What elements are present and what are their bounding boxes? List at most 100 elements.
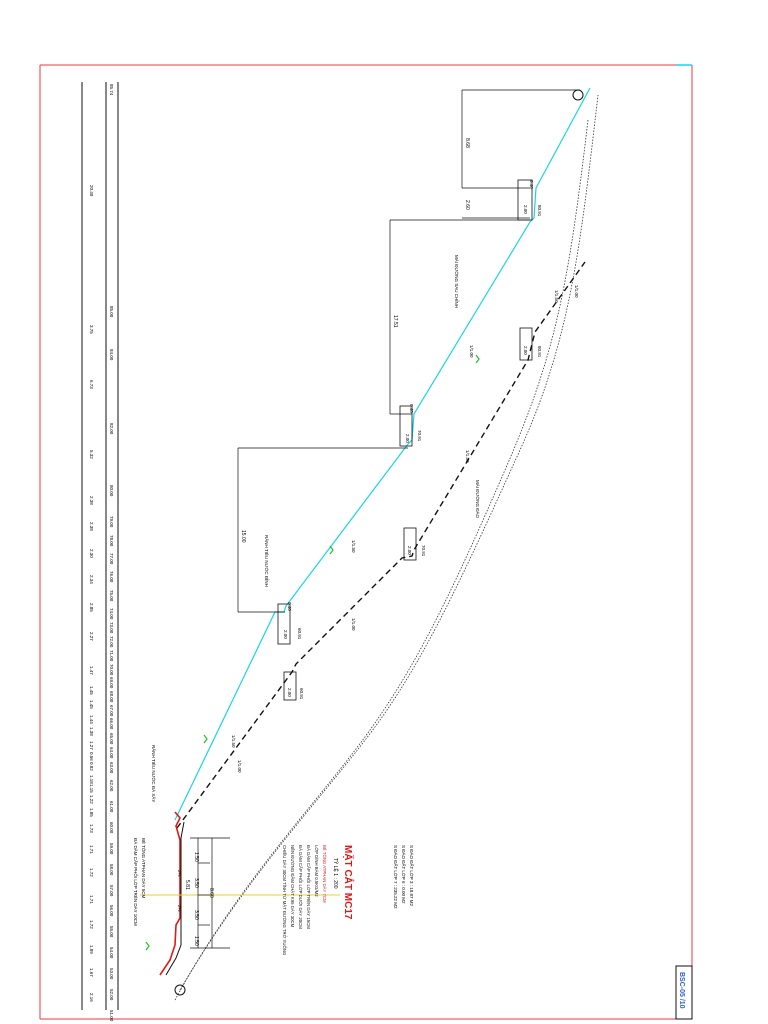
dim-15-00: 15.00 (240, 530, 246, 543)
distance-label: 1.85 (89, 808, 94, 817)
bench-2-00-c: 2.00 (405, 434, 410, 443)
distance-label: 1.72 (89, 868, 94, 877)
elevation-label: 85.74 (109, 84, 114, 96)
elevation-label: 65.00 (109, 733, 114, 745)
elevation-label: 61.00 (109, 801, 114, 813)
structure-note: ĐÁ DĂM CẤP PHỐI LỚP TRÊN DÀY 15CM (306, 845, 311, 929)
distance-label: 1.89 (89, 945, 94, 954)
distance-label: 1.72 (89, 920, 94, 929)
distance-label: 2.27 (89, 632, 94, 641)
berm-elev-1: 80.91 (537, 205, 542, 217)
road-dim-3-50b: 3.50 (193, 910, 199, 920)
distance-label: 3.75 (89, 325, 94, 334)
elevation-label: 64.00 (109, 747, 114, 759)
elevation-label: 55.00 (109, 926, 114, 938)
distance-label: 1.15 (89, 784, 94, 793)
green-markers (145, 354, 480, 951)
distance-label: 1.38 (89, 727, 94, 736)
distance-label: 1.45 (89, 686, 94, 695)
excavation-dashed-line (176, 261, 586, 829)
distance-label: 2.85 (89, 603, 94, 612)
elevation-label: 77.00 (109, 553, 114, 565)
label-cut-line: MÁI ĐƯỜNG SAU CHỈNH (454, 255, 460, 308)
elevation-label: 52.00 (109, 989, 114, 1001)
distance-label: 2.34 (89, 575, 94, 584)
distance-label: 1.44 (89, 715, 94, 724)
berm-elev-3: 60.91 (297, 628, 302, 640)
label-dig-line: MÁI ĐƯỜNG ĐÀO (475, 480, 481, 518)
road-dim-1-50b: 1.50 (193, 936, 199, 946)
bench-2-00-b: 2.00 (523, 346, 528, 355)
distance-label: 2.38 (89, 522, 94, 531)
distance-label: 20.40 (89, 185, 94, 197)
distance-label: 6.73 (89, 380, 94, 389)
label-retain-1: BÊ TÔNG ATPHAN DÀY 5CM (141, 838, 148, 899)
slope-label-2: 1/1.00 (237, 760, 242, 773)
section-scale: TỶ LỆ 1 : 200 (332, 858, 340, 889)
natural-ground-line-1 (179, 94, 599, 991)
berm-elev-4: 80.91 (537, 346, 542, 358)
label-ditch-top: RÃNH TIÊU NƯỚC ĐỈNH (264, 535, 271, 587)
road-dim-3-50a: 3.50 (193, 878, 199, 888)
elevation-labels: 51.0052.0053.0054.0055.0056.0057.0058.00… (109, 84, 114, 1022)
distance-labels: 2.16 1.67 1.89 1.72 1.71 1.72 1.71 1.73 1.85 1.22… (89, 185, 94, 1002)
elevation-label: 56.00 (109, 905, 114, 917)
distance-label: 1.71 (89, 895, 94, 904)
distance-label: 1.22 (89, 795, 94, 804)
distance-label: 5.32 (89, 450, 94, 459)
bench-2-00-e: 2.00 (283, 630, 288, 639)
distance-label: 2.16 (89, 993, 94, 1002)
elevation-label: 69.00 (109, 677, 114, 689)
area-line: S ĐÀO ĐẤT LỚP 7 : 235.22 M2 (393, 845, 399, 909)
elevation-label: 80.00 (109, 485, 114, 497)
elevation-label: 85.00 (109, 306, 114, 318)
section-marker-bottom (174, 984, 186, 996)
structure-note: BÊ TÔNG ATPHAN DÀY 7CM (322, 845, 327, 903)
road-slope-2pct-b: 2% (177, 905, 182, 912)
slope-label-5: 1/1.50 (465, 450, 470, 463)
road-base (165, 821, 185, 976)
area-line: S ĐÀO ĐẤT LỚP 3 : 18.87 M2 (409, 845, 415, 906)
structure-note: NỀN ĐƯỜNG ĐẦM CHẶT K95 DÀY 30CM (290, 845, 295, 928)
sheet-code: BSC-05 /10 (678, 972, 685, 1009)
structure-note: LỚP DÍNH BÁM 0.5KG/M2 (314, 845, 319, 897)
elevation-label: 63.00 (109, 762, 114, 774)
elevation-label: 74.00 (109, 608, 114, 620)
label-ditch-foot: RÃNH TIÊU NƯỚC ĐÁ XÂY (151, 745, 158, 802)
elevation-label: 66.00 (109, 718, 114, 730)
road-slope-2pct-a: 2% (177, 870, 182, 877)
elevation-label: 67.00 (109, 705, 114, 717)
slope-label-1: 1/1.50 (231, 735, 236, 748)
road-dim-5-81: 5.81 (184, 880, 190, 890)
elevation-label: 68.00 (109, 691, 114, 703)
road-surface (159, 811, 181, 976)
berm-elev-2: 70.91 (417, 430, 422, 442)
elevation-label: 59.00 (109, 843, 114, 855)
distance-label: 1.71 (89, 845, 94, 854)
elevation-label: 78.00 (109, 535, 114, 547)
elevation-label: 70.00 (109, 664, 114, 676)
structure-note: CHIỀU DÀY 30CM TÍNH TỪ MẶT ĐƯỜNG TRỞ XUỐ… (282, 845, 287, 956)
elevation-label: 73.00 (109, 622, 114, 634)
berm-ditches (277, 179, 533, 701)
distance-label: 1.67 (89, 968, 94, 977)
road-dim-1-50a: 1.50 (193, 852, 199, 862)
distance-label: 0.56 (89, 752, 94, 761)
distance-label: 1.73 (89, 824, 94, 833)
slope-label-8: 1/1.00 (574, 285, 579, 298)
bench-0-40-c: 0.40 (287, 602, 292, 611)
road-dim-8-60: 8.60 (208, 888, 214, 898)
slope-label-7: 1/1.50 (554, 290, 559, 303)
structure-note: ĐÁ DĂM CẤP PHỐI LỚP DƯỚI DÀY 20CM (298, 845, 303, 929)
distance-label: 2.38 (89, 496, 94, 505)
distance-label: 1.27 (89, 741, 94, 750)
bench-2-00-f: 2.00 (287, 688, 292, 697)
elevation-label: 53.00 (109, 968, 114, 980)
elevation-label: 75.00 (109, 590, 114, 602)
elevation-label: 62.00 (109, 780, 114, 792)
elevation-label: 79.00 (109, 516, 114, 528)
elevation-label: 51.00 (109, 1010, 114, 1022)
elevation-label: 57.00 (109, 885, 114, 897)
